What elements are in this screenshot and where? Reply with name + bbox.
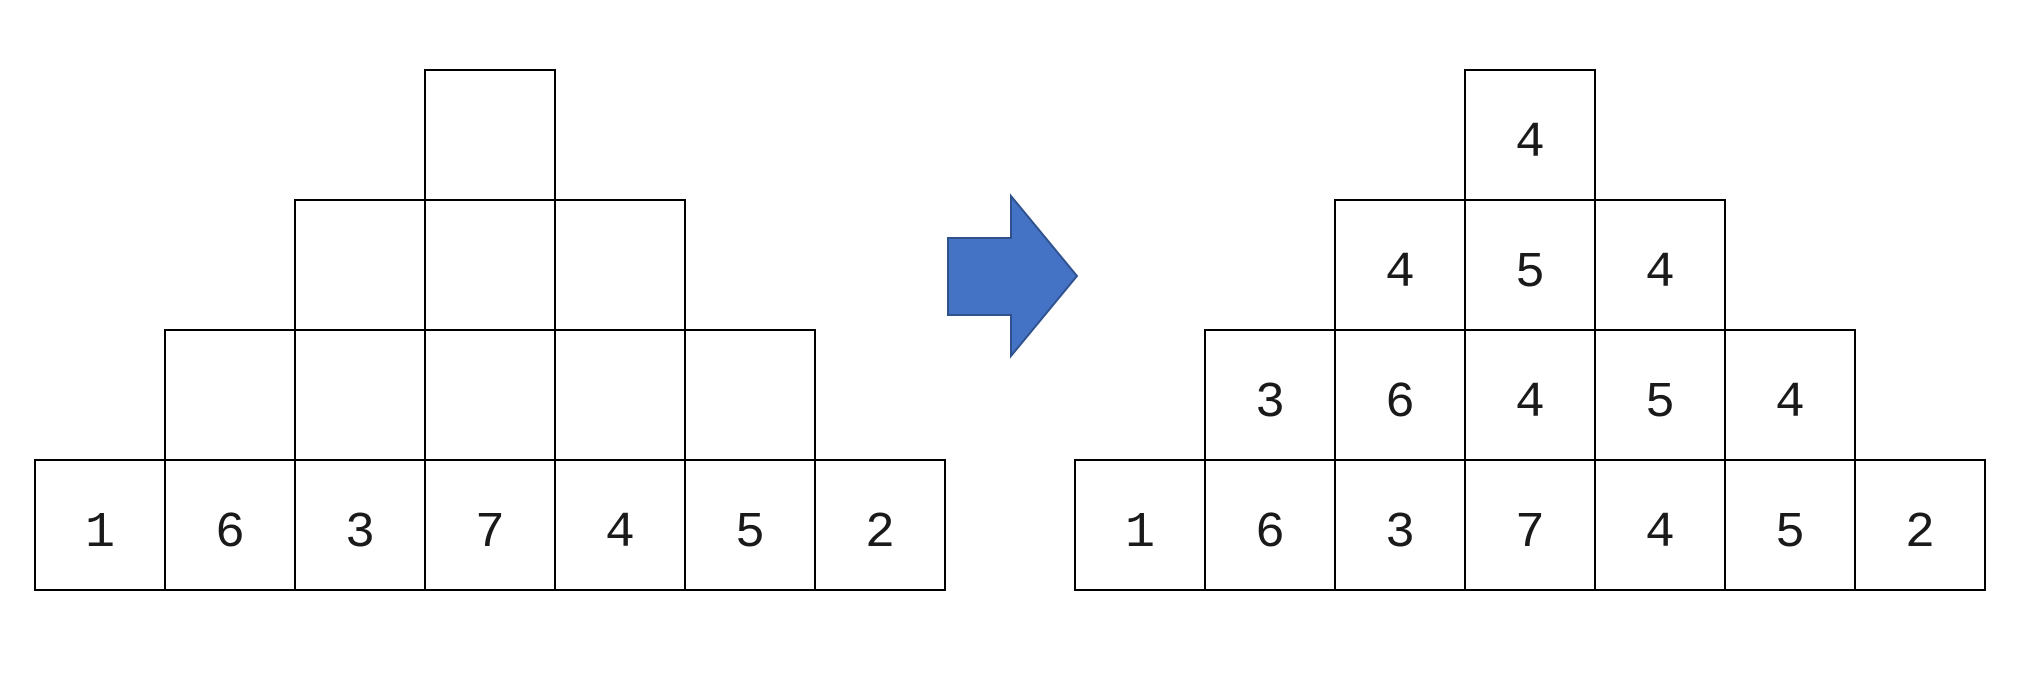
- pyramid-cell: [1464, 199, 1596, 331]
- pyramid-cell: [294, 199, 426, 331]
- cell-value: 4: [1385, 245, 1415, 302]
- cell-value: 3: [1255, 375, 1285, 432]
- pyramid-cell: [424, 69, 556, 201]
- cell-value: 4: [1775, 375, 1805, 432]
- cell-value: 4: [1645, 505, 1675, 562]
- pyramid-cell: [1594, 459, 1726, 591]
- cell-value: 7: [475, 505, 505, 562]
- pyramid-cell: [1464, 459, 1596, 591]
- pyramid-cell: [424, 459, 556, 591]
- pyramid-cell: [684, 459, 816, 591]
- pyramid-cell: [1594, 199, 1726, 331]
- pyramid-cell: [34, 459, 166, 591]
- pyramid-cell: [554, 459, 686, 591]
- cell-value: 7: [1515, 505, 1545, 562]
- pyramid-cell: [1464, 69, 1596, 201]
- cell-value: 2: [865, 505, 895, 562]
- cell-value: 6: [215, 505, 245, 562]
- cell-value: 5: [1645, 375, 1675, 432]
- cell-value: 5: [1515, 245, 1545, 302]
- cell-value: 4: [1645, 245, 1675, 302]
- pyramid-cell: [164, 329, 296, 461]
- pyramid-cell: [294, 329, 426, 461]
- pyramid-cell: [554, 329, 686, 461]
- pyramid-cell: [1204, 459, 1336, 591]
- pyramid-cell: [294, 459, 426, 591]
- cell-value: 5: [735, 505, 765, 562]
- pyramid-cell: [164, 459, 296, 591]
- pyramid-cell: [554, 199, 686, 331]
- pyramid-cell: [684, 329, 816, 461]
- pyramid-cell: [1854, 459, 1986, 591]
- pyramid-cell: [424, 199, 556, 331]
- cell-value: 1: [85, 505, 115, 562]
- transform-right-arrow-icon: [947, 193, 1079, 359]
- cell-value: 2: [1905, 505, 1935, 562]
- pyramid-cell: [1204, 329, 1336, 461]
- cell-value: 4: [605, 505, 635, 562]
- cell-value: 5: [1775, 505, 1805, 562]
- pyramid-cell: [424, 329, 556, 461]
- cell-value: 1: [1125, 505, 1155, 562]
- pyramid-cell: [1724, 459, 1856, 591]
- cell-value: 4: [1515, 375, 1545, 432]
- pyramid-cell: [1074, 459, 1206, 591]
- cell-value: 6: [1385, 375, 1415, 432]
- cell-value: 3: [345, 505, 375, 562]
- pyramid-cell: [814, 459, 946, 591]
- cell-value: 6: [1255, 505, 1285, 562]
- cell-value: 4: [1515, 115, 1545, 172]
- right-pyramid: 4 4 5 4 3 6 4 5 4 1 6 3 7 4 5 2: [1074, 69, 1986, 591]
- pyramid-cell: [1724, 329, 1856, 461]
- pyramid-cell: [1334, 459, 1466, 591]
- pyramid-cell: [1464, 329, 1596, 461]
- cell-value: 3: [1385, 505, 1415, 562]
- left-pyramid: 1 6 3 7 4 5 2: [34, 69, 946, 591]
